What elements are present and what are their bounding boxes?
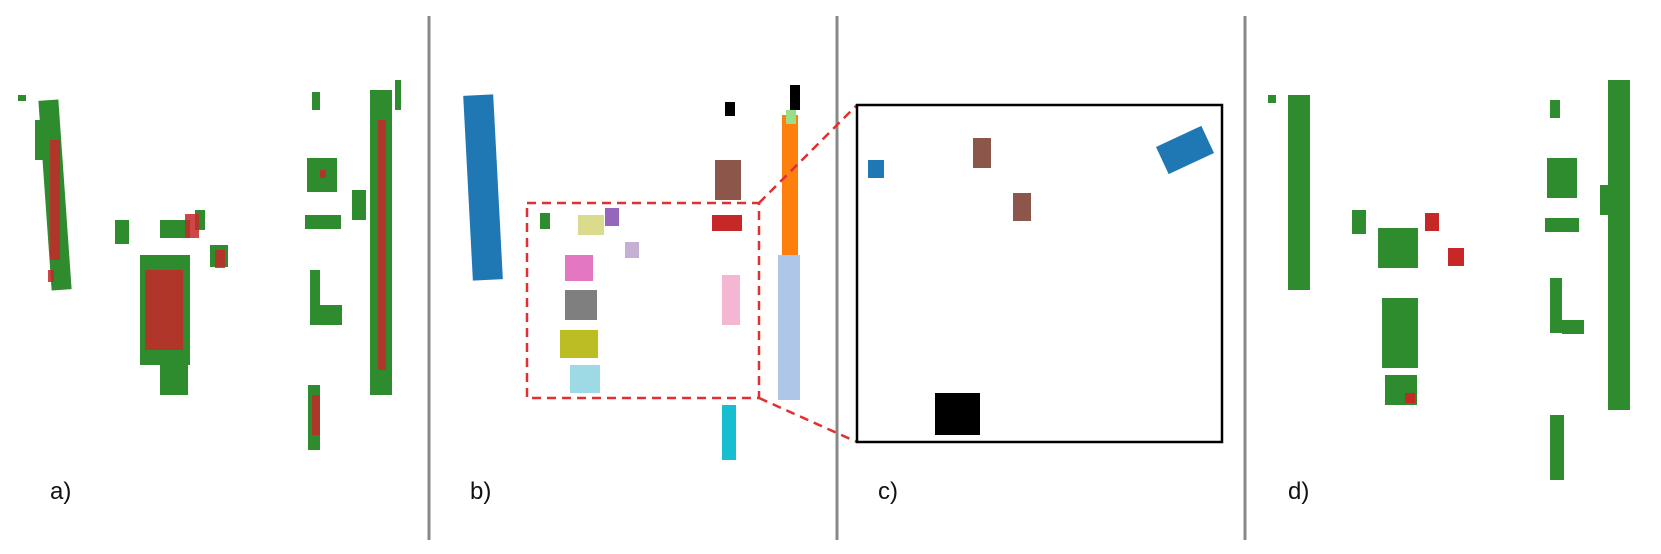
inset-cluster-black — [935, 393, 980, 435]
cluster-black-top — [790, 85, 800, 110]
cluster-blue — [463, 94, 503, 281]
cluster-magenta — [565, 255, 593, 281]
cluster-olive-top — [578, 215, 604, 235]
cluster-red — [712, 215, 742, 231]
panel-a-green-points — [18, 80, 401, 450]
cluster-orange — [782, 115, 798, 255]
cluster-green — [540, 213, 550, 229]
panel-label-b: b) — [470, 478, 492, 505]
panel-d-green-points — [1268, 80, 1630, 480]
cluster-lavender — [625, 242, 639, 258]
panel-b-instance-segmentation — [463, 85, 800, 460]
inset-frame — [855, 103, 1224, 444]
panel-label-d: d) — [1288, 478, 1310, 505]
inset-cluster-blue-right — [1156, 125, 1214, 175]
inset-cluster-brown-mid — [1013, 193, 1031, 221]
cluster-purple — [605, 208, 619, 226]
panel-d-point-cloud — [1268, 80, 1630, 480]
panel-dividers — [427, 16, 1247, 540]
panel-d-red-points — [1405, 213, 1464, 403]
cluster-light-blue — [778, 255, 800, 400]
zoom-connectors — [758, 104, 858, 444]
cluster-gray — [565, 290, 597, 320]
cluster-brown — [715, 160, 741, 200]
inset-cluster-blue-left — [868, 160, 884, 178]
cluster-light-green — [786, 110, 796, 124]
panel-a-point-cloud — [18, 80, 401, 450]
panel-label-a: a) — [50, 478, 72, 505]
cluster-light-cyan — [570, 365, 600, 393]
panel-c-zoomed-inset — [855, 103, 1224, 444]
cluster-olive — [560, 330, 598, 358]
panel-a-red-points — [48, 120, 386, 435]
zoom-box — [525, 201, 761, 400]
cluster-pink — [722, 275, 740, 325]
panel-label-c: c) — [878, 478, 898, 505]
inset-cluster-brown-top — [973, 138, 991, 168]
cluster-cyan — [722, 405, 736, 460]
cluster-black-small — [725, 102, 735, 116]
